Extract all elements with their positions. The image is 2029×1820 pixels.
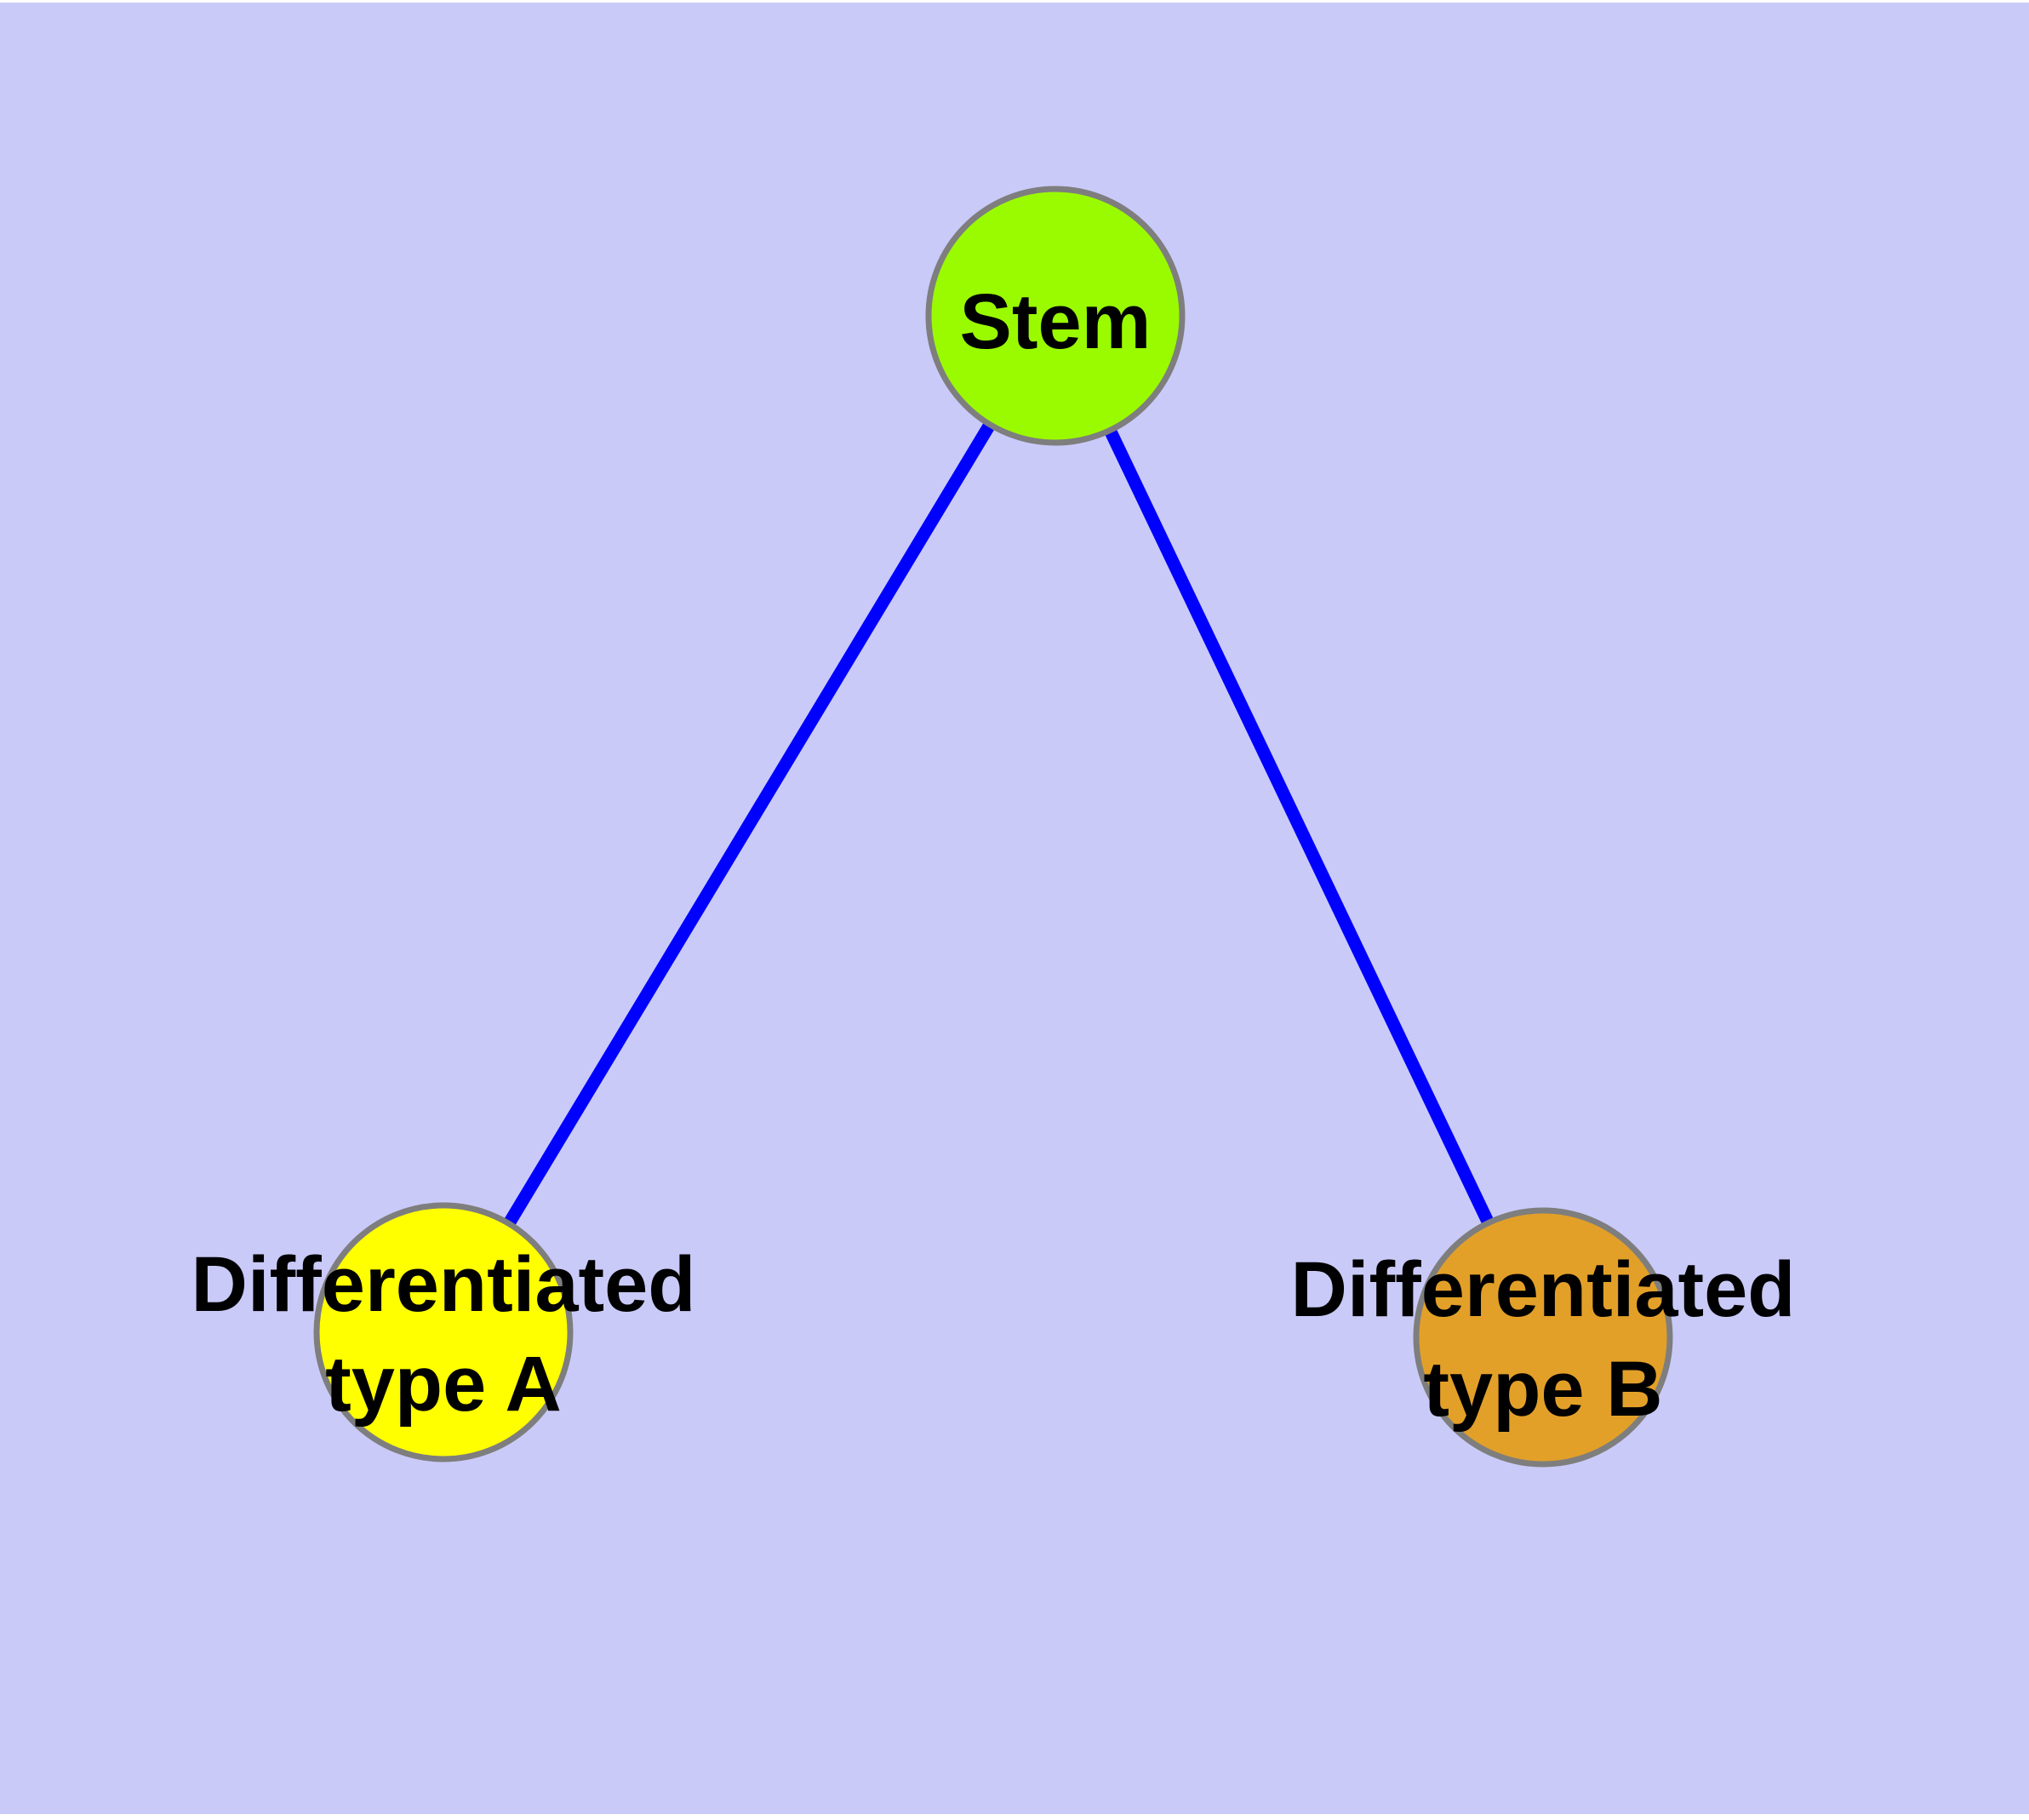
edge-stem-to-type-a — [437, 312, 1061, 1336]
node-type-b-label-line1: Differentiated — [1291, 1246, 1796, 1333]
node-type-b — [1413, 1207, 1673, 1468]
node-type-a-label-line1: Differentiated — [191, 1241, 696, 1328]
node-type-b-label-line2: type B — [1423, 1346, 1662, 1433]
edge-stem-to-type-b — [1049, 312, 1549, 1341]
node-stem — [925, 186, 1186, 446]
node-type-a-label-line2: type A — [325, 1341, 562, 1428]
node-type-a — [313, 1202, 574, 1462]
node-stem-label: Stem — [960, 278, 1152, 365]
